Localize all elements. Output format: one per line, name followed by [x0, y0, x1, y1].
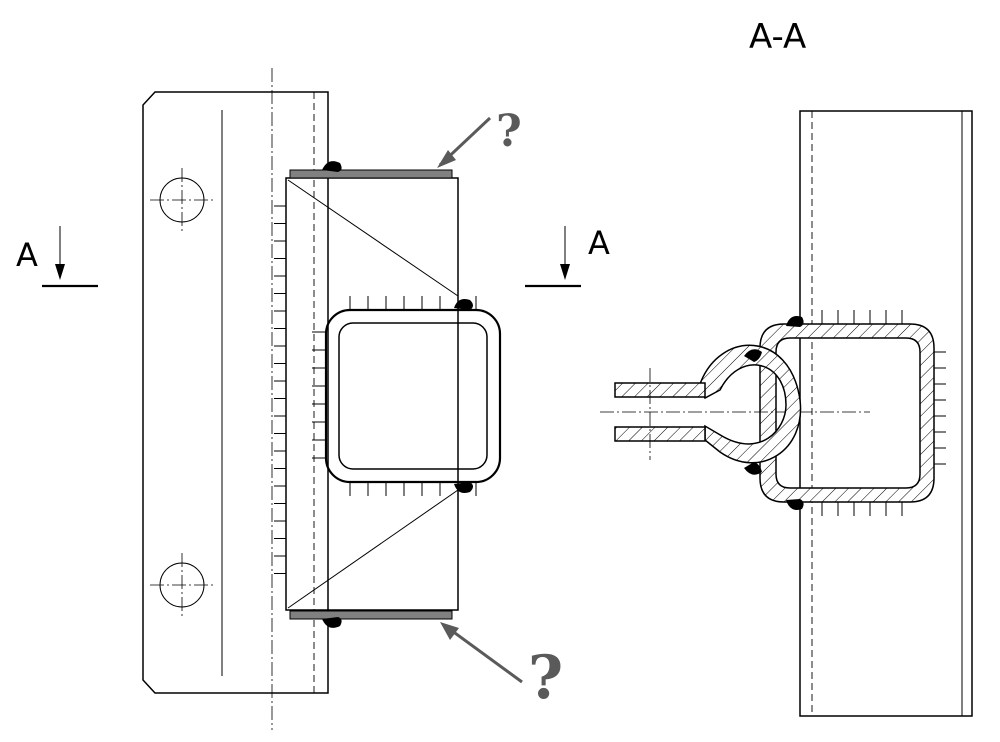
weld-symbol-ticks-tube [312, 296, 477, 496]
weld-bead [322, 161, 342, 172]
square-tube-inner [338, 322, 488, 470]
section-letter: A [16, 236, 38, 274]
section-mark-right: A [525, 224, 610, 288]
question-annotation-bottom: ? [440, 622, 563, 713]
weld-symbol-ticks-left [274, 205, 286, 574]
section-plate [799, 110, 973, 717]
bolt-hole-bottom [150, 553, 214, 617]
section-view: A-A [600, 17, 973, 717]
section-mark-left: A [16, 226, 98, 288]
clamp-shell [699, 344, 802, 464]
weld-symbol-ticks-section [821, 310, 946, 516]
front-view: A A ? ? [16, 68, 610, 730]
section-letter: A [588, 224, 610, 262]
bolt-hole-top [150, 168, 214, 232]
question-mark: ? [528, 643, 563, 713]
question-annotation-top: ? [437, 106, 522, 168]
weld-bead [744, 349, 762, 362]
question-mark: ? [496, 106, 522, 157]
cover-plate-top [289, 169, 453, 179]
weld-bead [786, 499, 804, 510]
weld-bead [322, 617, 342, 628]
clamp-lug-bottom [614, 426, 706, 442]
gusset-line-top [287, 179, 459, 297]
square-tube-outer [324, 308, 502, 484]
tube-section-wall [759, 323, 935, 503]
weld-bead [454, 299, 473, 310]
flange-plate [142, 91, 329, 694]
section-title: A-A [749, 17, 806, 57]
weld-bead [454, 482, 473, 493]
weld-bead [744, 462, 762, 475]
cover-plate-bottom [289, 610, 453, 620]
bracket-body [285, 177, 459, 611]
gusset-line-bottom [287, 489, 459, 609]
weld-bead [786, 316, 804, 327]
clamp-lug-top [614, 382, 706, 398]
